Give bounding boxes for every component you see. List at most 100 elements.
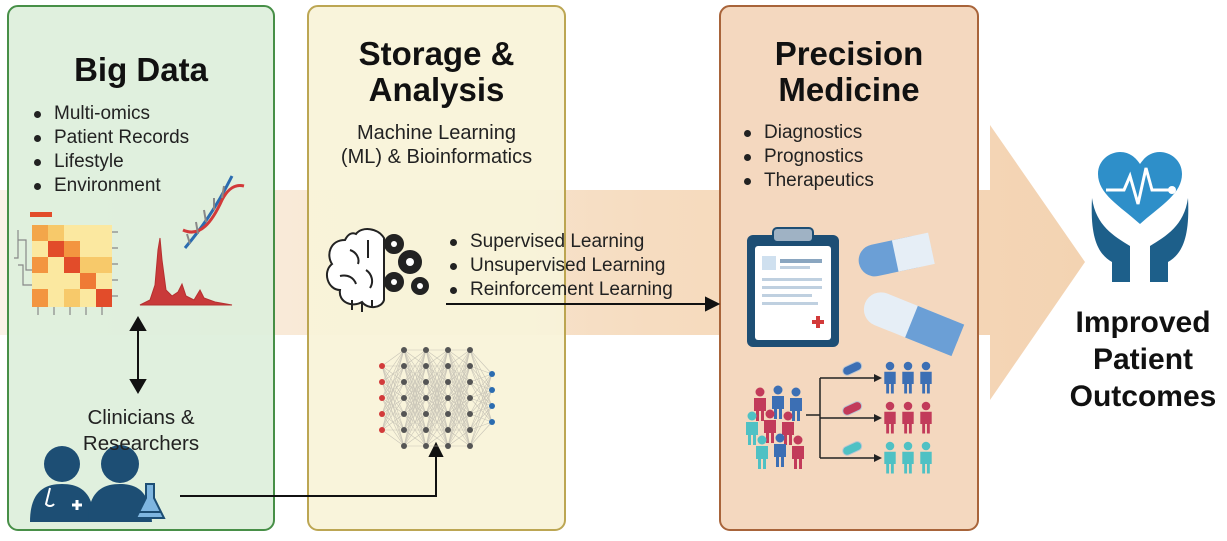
- list-item: Supervised Learning: [446, 230, 716, 254]
- network-edge: [381, 349, 405, 399]
- network-edge: [447, 349, 471, 367]
- person-head: [921, 361, 931, 371]
- branch-arrowhead: [874, 454, 882, 462]
- patient-groups-icon: [746, 361, 932, 474]
- network-edge: [425, 349, 449, 415]
- network-node: [445, 347, 451, 353]
- heart-hands-icon: [1091, 152, 1189, 282]
- person-body: [782, 422, 794, 445]
- person-body: [764, 420, 776, 443]
- person-head: [755, 387, 765, 397]
- network-node: [445, 395, 451, 401]
- person-body: [920, 371, 932, 394]
- network-node: [489, 419, 495, 425]
- brain-gears-icon: [325, 228, 429, 312]
- network-edge: [381, 429, 405, 447]
- big-data-list: Multi-omics Patient Records Lifestyle En…: [30, 102, 260, 198]
- network-edge: [447, 349, 471, 431]
- person-head: [921, 441, 931, 451]
- network-node: [467, 395, 473, 401]
- person-body: [902, 411, 914, 434]
- network-node: [489, 387, 495, 393]
- person-head: [747, 411, 757, 421]
- network-node: [423, 347, 429, 353]
- doctor-icon: [30, 446, 94, 522]
- big-data-title: Big Data: [74, 51, 208, 88]
- network-node: [401, 363, 407, 369]
- network-edge: [381, 349, 405, 415]
- network-node: [401, 427, 407, 433]
- person-body: [774, 444, 786, 467]
- network-node: [379, 379, 385, 385]
- network-node: [379, 427, 385, 433]
- network-edge: [425, 413, 449, 447]
- storage-subtitle-line2: (ML) & Bioinformatics: [340, 146, 533, 168]
- network-edge: [425, 349, 449, 447]
- network-node: [445, 427, 451, 433]
- network-node: [401, 411, 407, 417]
- network-edge: [403, 381, 427, 447]
- network-edge: [381, 349, 405, 383]
- person-body: [756, 446, 768, 469]
- network-node: [467, 411, 473, 417]
- network-node: [423, 427, 429, 433]
- network-edge: [425, 429, 449, 447]
- network-edge: [403, 349, 427, 431]
- network-edge: [469, 373, 493, 415]
- network-edge: [381, 349, 405, 367]
- outcome-line1: Improved: [1075, 306, 1211, 339]
- pill-small: [842, 361, 863, 376]
- person-head: [921, 401, 931, 411]
- person-body: [792, 446, 804, 469]
- person-body: [884, 451, 896, 474]
- network-node: [445, 411, 451, 417]
- person-body: [790, 398, 802, 421]
- network-edge: [381, 349, 405, 431]
- network-edge: [469, 421, 493, 447]
- network-edge: [469, 373, 493, 431]
- network-node: [379, 363, 385, 369]
- network-node: [489, 371, 495, 377]
- bidirectional-arrow: [129, 316, 147, 394]
- person-body: [920, 411, 932, 434]
- list-item: Therapeutics: [740, 169, 960, 193]
- heatmap-icon: [14, 212, 118, 315]
- person-body: [884, 371, 896, 394]
- person-body: [920, 451, 932, 474]
- clipboard-icon: [747, 227, 839, 347]
- network-edge: [469, 349, 493, 375]
- person-head: [903, 361, 913, 371]
- network-node: [423, 443, 429, 449]
- storage-subtitle: Machine Learning (ML) & Bioinformatics: [308, 121, 565, 169]
- outcome-label: Improved Patient Outcomes: [1062, 304, 1224, 415]
- network-node: [467, 443, 473, 449]
- precision-title-line1: Precision: [774, 35, 924, 72]
- network-edge: [447, 365, 471, 447]
- network-edge: [425, 349, 449, 383]
- network-edge: [447, 349, 471, 447]
- storage-title: Storage & Analysis: [308, 36, 565, 108]
- list-item: Lifestyle: [30, 150, 260, 174]
- network-edge: [425, 349, 449, 431]
- person-head: [775, 433, 785, 443]
- precision-panel: [719, 5, 979, 531]
- network-edge: [381, 381, 405, 431]
- person-head: [765, 409, 775, 419]
- network-edge: [403, 349, 427, 367]
- network-edge: [403, 397, 427, 447]
- branch-arrowhead: [874, 414, 882, 422]
- big-data-panel: [7, 5, 275, 531]
- ml-methods-list: Supervised Learning Unsupervised Learnin…: [446, 230, 716, 302]
- network-edge: [469, 389, 493, 447]
- network-edge: [447, 381, 471, 447]
- person-head: [783, 411, 793, 421]
- network-node: [445, 443, 451, 449]
- storage-title-line1: Storage &: [358, 35, 515, 72]
- network-node: [467, 379, 473, 385]
- person-head: [791, 387, 801, 397]
- network-edge: [381, 365, 405, 431]
- network-node: [467, 347, 473, 353]
- methods-arrow: [446, 296, 721, 312]
- precision-title: Precision Medicine: [720, 36, 978, 108]
- network-edge: [447, 397, 471, 447]
